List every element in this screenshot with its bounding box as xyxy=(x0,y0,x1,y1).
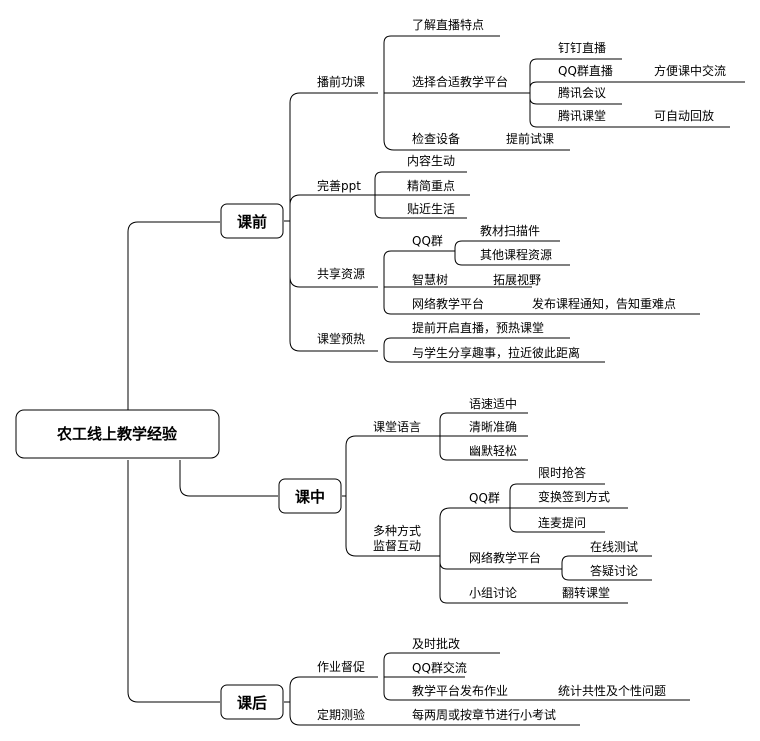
connector-qq-qq1 xyxy=(454,240,560,251)
connector-b3-wl xyxy=(383,287,700,315)
b1-t1: 了解直播特点 xyxy=(412,17,484,32)
before-label: 课前 xyxy=(237,213,267,231)
multi-wl1: 在线测试 xyxy=(590,539,638,554)
b1-p2a: 方便课中交流 xyxy=(654,63,726,78)
multi-qq1: 限时抢答 xyxy=(538,465,586,480)
connector-hw-c1 xyxy=(383,652,500,677)
lang-c2: 清晰准确 xyxy=(469,420,517,434)
hw-c3: 教学平台发布作业 xyxy=(412,683,508,698)
b1-t3a: 提前试课 xyxy=(506,131,554,146)
during-label: 课中 xyxy=(295,488,325,506)
b1-t2: 选择合适教学平台 xyxy=(412,74,508,89)
connector-mwl-2 xyxy=(561,569,652,581)
connector-lang-c1 xyxy=(439,412,528,436)
during-multi-label2: 监督互动 xyxy=(373,538,421,553)
before-node[interactable]: 课前 xyxy=(220,203,284,239)
connector-before-b2 xyxy=(289,194,375,221)
b3-qq2: 其他课程资源 xyxy=(480,247,552,262)
b3-zh1: 拓展视野 xyxy=(493,272,541,287)
connector-root-during xyxy=(179,460,278,497)
connector-b4-c2 xyxy=(383,351,605,363)
b2-c2: 精简重点 xyxy=(407,179,455,193)
during-lang-label: 课堂语言 xyxy=(373,420,421,434)
b4-c1: 提前开启直播，预热课堂 xyxy=(412,320,544,335)
b3-wl: 网络教学平台 xyxy=(412,296,484,311)
connector-lang-c3 xyxy=(439,436,528,461)
b1-p4a: 可自动回放 xyxy=(654,108,714,123)
multi-wl: 网络教学平台 xyxy=(469,550,541,565)
root-title: 农工线上教学经验 xyxy=(56,425,178,443)
during-box xyxy=(278,478,342,514)
connector-qq-qq2 xyxy=(454,251,570,266)
after-hw-label: 作业督促 xyxy=(317,659,365,674)
connector-root-before xyxy=(127,221,220,410)
connector-mqq-1 xyxy=(509,483,605,508)
after-label: 课后 xyxy=(237,694,267,712)
root-box xyxy=(15,409,220,459)
during-multi-label1: 多种方式 xyxy=(373,523,421,538)
connector-t2-p2 xyxy=(529,81,745,93)
connector-b2-c3 xyxy=(374,195,467,219)
connector-b1-t1 xyxy=(383,35,500,93)
before-b1-label: 播前功课 xyxy=(317,74,365,89)
connector-after-hw xyxy=(289,676,378,702)
multi-wl2: 答疑讨论 xyxy=(590,563,638,578)
connector-multi-qq xyxy=(439,507,510,556)
lang-c3: 幽默轻松 xyxy=(469,443,517,458)
multi-qq2: 变换签到方式 xyxy=(538,489,610,504)
b3-wl1: 发布课程通知，告知重难点 xyxy=(532,296,676,311)
connector-b1-t3 xyxy=(383,93,570,151)
before-box xyxy=(220,203,284,239)
connector-t2-p4 xyxy=(529,93,730,128)
connector-b2-c1 xyxy=(374,171,467,195)
b1-p4: 腾讯课堂 xyxy=(558,108,606,123)
connector-hw-c3 xyxy=(383,677,690,701)
connector-root-after xyxy=(127,460,220,703)
b1-p2: QQ群直播 xyxy=(558,64,613,78)
before-b2-label: 完善ppt xyxy=(317,178,361,193)
multi-qq3: 连麦提问 xyxy=(538,515,586,530)
quiz-c1: 每两周或按章节进行小考试 xyxy=(412,707,556,722)
connector-after-quiz xyxy=(289,702,580,726)
connector-mqq-3 xyxy=(509,508,605,533)
lang-c1: 语速适中 xyxy=(469,396,517,411)
multi-qq: QQ群 xyxy=(469,491,500,505)
connector-before-b4 xyxy=(289,221,378,352)
b1-p3: 腾讯会议 xyxy=(558,85,606,100)
connector-multi-xz xyxy=(439,556,628,604)
connector-during-lang xyxy=(345,435,440,496)
multi-xz: 小组讨论 xyxy=(469,586,517,600)
before-b3-label: 共享资源 xyxy=(317,266,365,281)
b4-c2: 与学生分享趣事，拉近彼此距离 xyxy=(412,345,580,360)
connector-t2-p1 xyxy=(529,58,622,93)
connector-b4-c1 xyxy=(383,337,570,351)
during-node[interactable]: 课中 xyxy=(278,478,342,514)
after-box xyxy=(220,684,284,720)
b3-qq: QQ群 xyxy=(412,234,443,248)
connector-during-multi xyxy=(345,496,440,557)
after-node[interactable]: 课后 xyxy=(220,684,284,720)
b1-t3: 检查设备 xyxy=(412,131,460,146)
b2-c1: 内容生动 xyxy=(407,153,455,168)
connector-mwl-1 xyxy=(561,555,652,569)
hw-c2: QQ群交流 xyxy=(412,660,467,675)
connector-before-b1 xyxy=(289,92,378,221)
b1-p1: 钉钉直播 xyxy=(558,41,606,55)
after-quiz-label: 定期测验 xyxy=(317,707,365,722)
b3-qq1: 教材扫描件 xyxy=(480,223,540,238)
multi-xz1: 翻转课堂 xyxy=(562,585,610,600)
connector-b3-qq xyxy=(383,250,455,287)
before-b4-label: 课堂预热 xyxy=(317,332,365,346)
hw-c3a: 统计共性及个性问题 xyxy=(558,684,666,698)
root-node[interactable]: 农工线上教学经验 xyxy=(15,409,220,459)
b2-c3: 贴近生活 xyxy=(407,202,455,216)
hw-c1: 及时批改 xyxy=(412,636,460,651)
b3-zh: 智慧树 xyxy=(412,272,448,287)
